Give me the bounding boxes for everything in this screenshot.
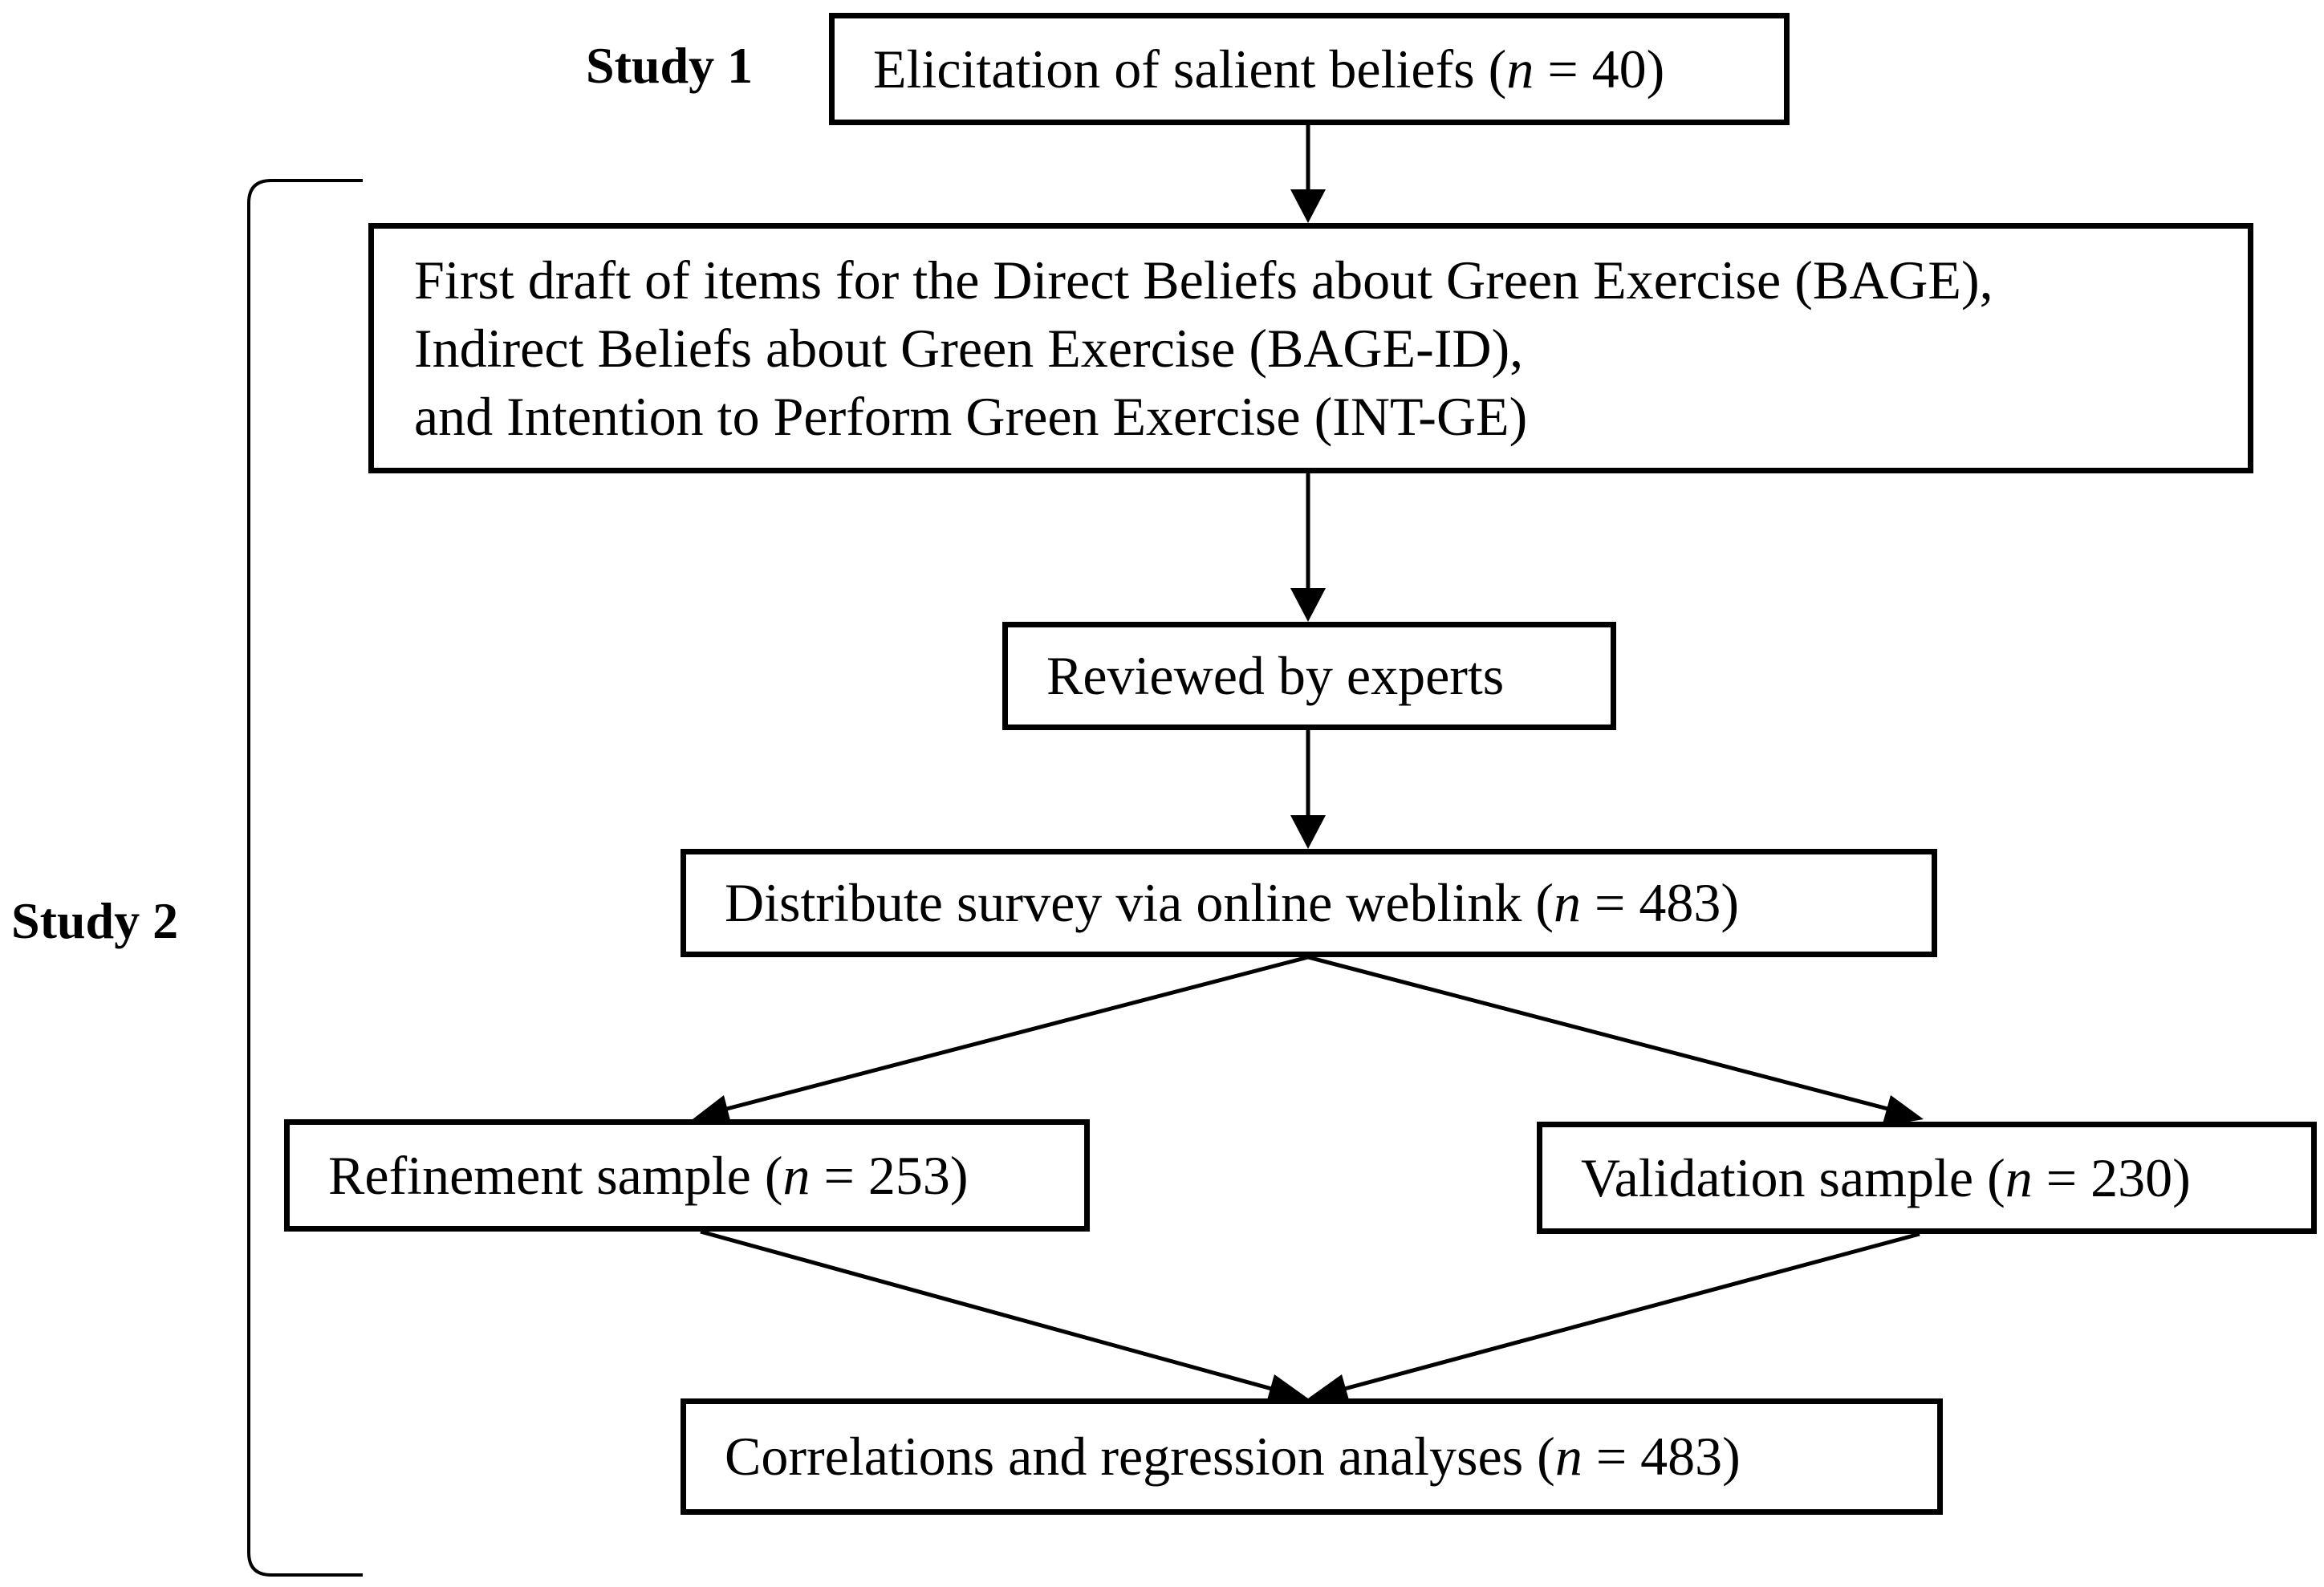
arrow-elicitation-to-draft [1290, 125, 1326, 223]
reviewed-box: Reviewed by experts [1002, 622, 1616, 730]
validation-box: Validation sample (n = 230) [1537, 1122, 2317, 1234]
distribute-box: Distribute survey via online weblink (n … [681, 849, 1937, 957]
arrow-draft-to-reviewed [1290, 473, 1326, 622]
study2-label: Study 2 [11, 892, 179, 949]
refinement-text: Refinement sample (n = 253) [328, 1144, 969, 1206]
arrow-refinement-to-correlations [700, 1229, 1308, 1406]
correlations-text: Correlations and regression analyses (n … [725, 1426, 1741, 1487]
study1-label: Study 1 [586, 37, 754, 94]
distribute-text: Distribute survey via online weblink (n … [725, 872, 1740, 933]
arrow-distribute-to-validation [1307, 955, 1924, 1126]
study2-bracket [247, 179, 363, 1577]
first-draft-line-2: Indirect Beliefs about Green Exercise (B… [414, 317, 1524, 379]
first-draft-line-3: and Intention to Perform Green Exercise … [414, 385, 1528, 447]
arrow-reviewed-to-distribute [1290, 730, 1326, 849]
first-draft-line-1: First draft of items for the Direct Beli… [414, 249, 1993, 310]
first-draft-box: First draft of items for the Direct Beli… [368, 223, 2253, 473]
first-draft-text: First draft of items for the Direct Beli… [414, 246, 1993, 451]
arrow-distribute-to-refinement [693, 955, 1309, 1126]
correlations-box: Correlations and regression analyses (n … [681, 1398, 1943, 1515]
refinement-box: Refinement sample (n = 253) [284, 1119, 1090, 1232]
elicitation-box: Elicitation of salient beliefs (n = 40) [829, 13, 1790, 125]
arrow-validation-to-correlations [1308, 1232, 1920, 1406]
reviewed-text: Reviewed by experts [1046, 645, 1505, 706]
elicitation-text: Elicitation of salient beliefs (n = 40) [873, 38, 1665, 99]
validation-text: Validation sample (n = 230) [1581, 1147, 2191, 1208]
